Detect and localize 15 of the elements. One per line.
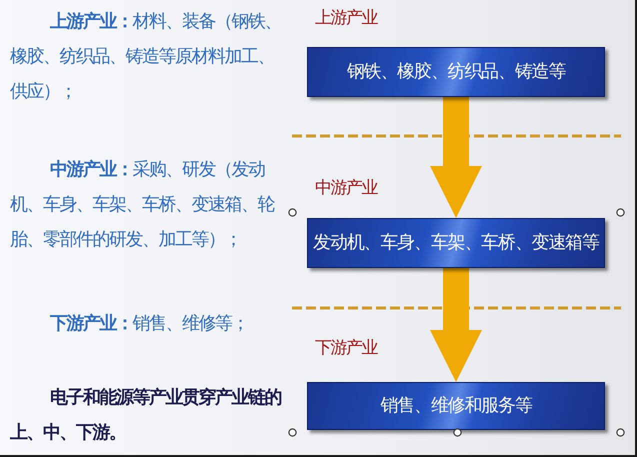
paragraph-text: 中游产业：采购、研发（发动机、车身、车架、车桥、变速箱、轮胎、零部件的研发、加工等）；: [10, 158, 276, 252]
box-text: 钢铁、橡胶、纺织品、铸造等: [346, 61, 566, 83]
section-heading: 中游产业: [315, 178, 377, 198]
paragraph-text: 下游产业：销售、维修等；: [49, 312, 249, 336]
flow-arrow: [430, 268, 482, 382]
section-heading: 下游产业: [315, 338, 377, 358]
section-heading: 上游产业: [315, 8, 377, 28]
process-box: [307, 47, 605, 97]
paragraph-text: 上游产业：材料、装备（钢铁、橡胶、纺织品、铸造等原材料加工、供应）；: [10, 10, 282, 104]
box-text: 销售、维修和服务等: [380, 395, 532, 417]
process-box: [307, 218, 605, 268]
box-text: 发动机、车身、车架、车桥、变速箱等: [313, 232, 599, 254]
process-box: [307, 382, 605, 430]
flow-arrow: [430, 97, 482, 218]
paragraph-text: 电子和能源等产业贯穿产业链的上、中、下游。: [10, 386, 282, 445]
